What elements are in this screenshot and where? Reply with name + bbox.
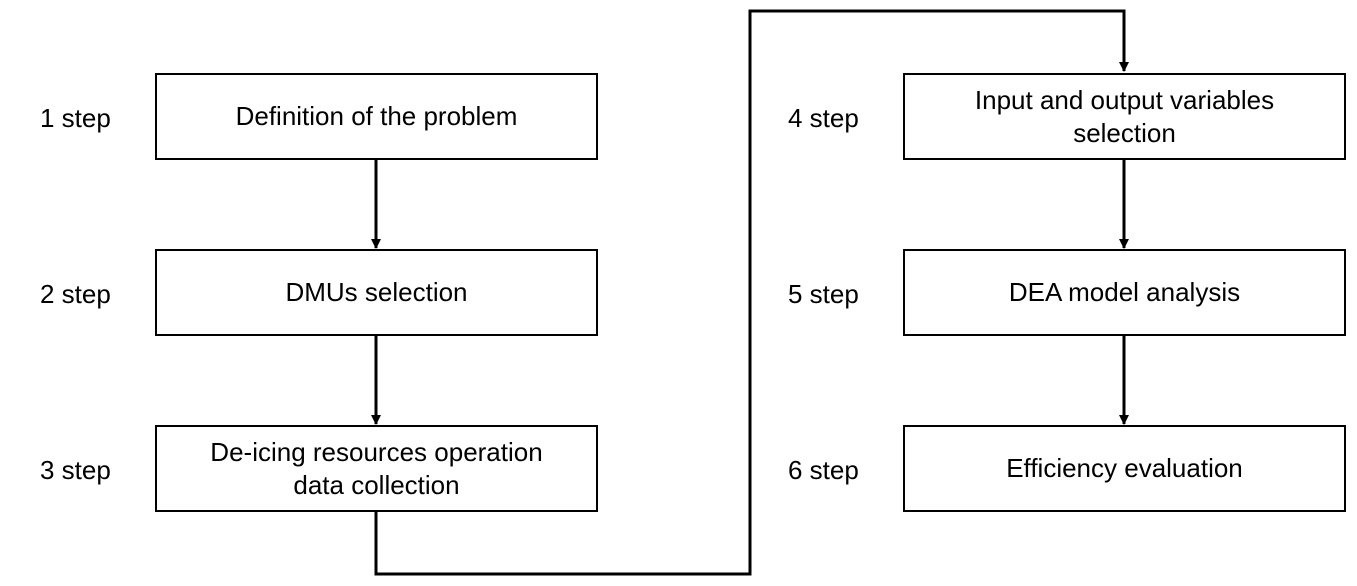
step-box-1-text: Definition of the problem xyxy=(235,101,518,131)
step-box-2: DMUs selection xyxy=(155,249,598,336)
step-box-3-text: De-icing resources operation data collec… xyxy=(210,436,543,500)
step-box-6-text: Efficiency evaluation xyxy=(1006,453,1243,483)
step-box-5: DEA model analysis xyxy=(903,249,1346,336)
step-label-4: 4 step xyxy=(788,103,859,133)
step-box-4-text: Input and output variables selection xyxy=(974,84,1275,148)
step-box-1: Definition of the problem xyxy=(155,73,598,160)
arrow-step3-to-step4 xyxy=(374,9,1129,576)
step-label-3: 3 step xyxy=(40,455,111,485)
step-label-1: 1 step xyxy=(40,103,111,133)
step-box-4: Input and output variables selection xyxy=(903,73,1346,160)
step-box-3: De-icing resources operation data collec… xyxy=(155,425,598,512)
step-label-5: 5 step xyxy=(788,279,859,309)
step-label-2: 2 step xyxy=(40,279,111,309)
step-box-2-text: DMUs selection xyxy=(285,277,468,307)
step-box-6: Efficiency evaluation xyxy=(903,425,1346,512)
step-label-6: 6 step xyxy=(788,455,859,485)
step-box-5-text: DEA model analysis xyxy=(1008,277,1241,307)
